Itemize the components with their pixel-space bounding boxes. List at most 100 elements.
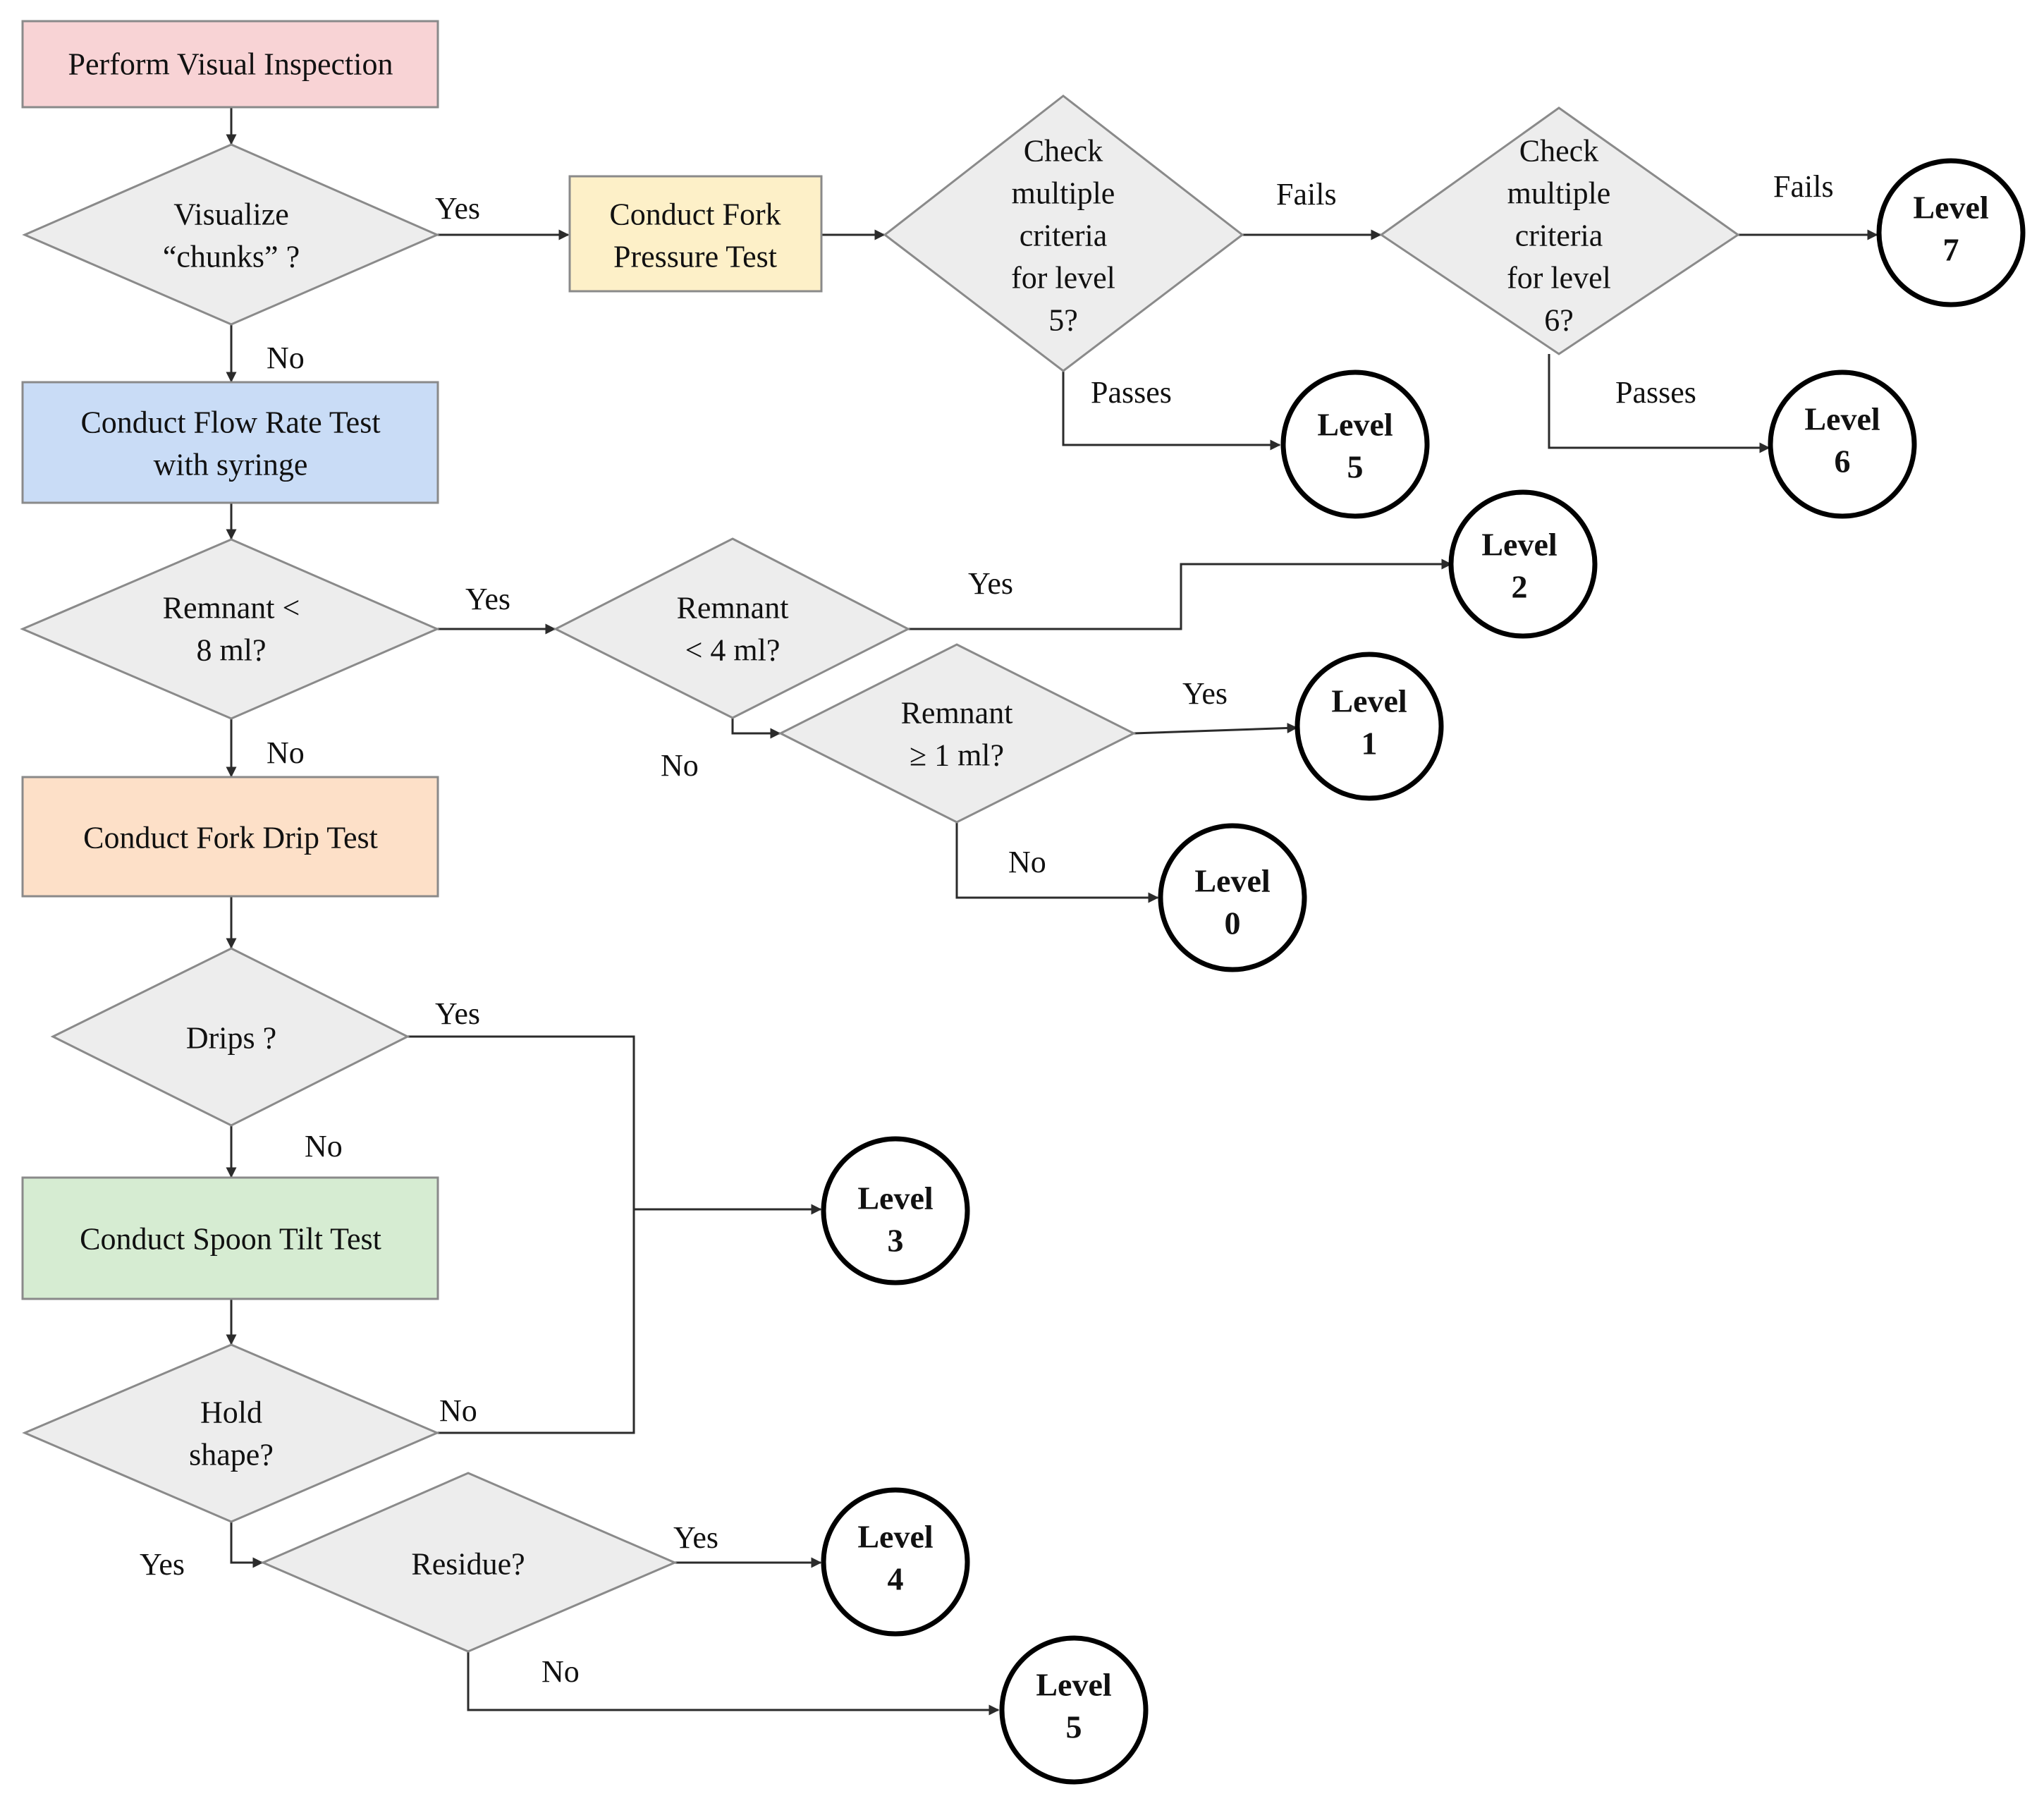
node-text-line: shape? xyxy=(189,1438,274,1472)
edge-criteria5-to-level5 xyxy=(1062,371,1281,451)
node-text-line: multiple xyxy=(1507,176,1611,211)
label-drips-yes: Yes xyxy=(435,996,480,1031)
level-2-circle xyxy=(1448,489,1598,639)
label-criteria6-fails: Fails xyxy=(1773,169,1834,204)
decision-remnant1: Remnant≥ 1 ml? xyxy=(778,643,1137,824)
label-remnant1-yes: Yes xyxy=(1182,676,1228,711)
level-5-lower-node: Level 5 xyxy=(999,1635,1149,1785)
node-text-line: with syringe xyxy=(154,448,308,482)
node-text-line: Remnant < xyxy=(163,591,300,625)
label-remnant4-no: No xyxy=(661,748,699,783)
node-text-line: Level xyxy=(1331,683,1407,719)
node-text-line: ≥ 1 ml? xyxy=(910,738,1004,773)
label-remnant4-yes: Yes xyxy=(968,566,1013,601)
label-remnant8-no: No xyxy=(267,735,305,770)
node-text-line: for level xyxy=(1507,261,1611,295)
node-text-line: Hold xyxy=(200,1395,262,1430)
label-remnant8-yes: Yes xyxy=(465,582,510,616)
decision-chunks: Visualize“chunks” ? xyxy=(22,143,440,326)
node-text-line: Level xyxy=(1036,1667,1111,1703)
edge-drips-to-level3 xyxy=(408,1035,822,1215)
label-drips-no: No xyxy=(305,1129,343,1163)
decision-remnant4: Remnant < 4 ml? xyxy=(553,537,911,719)
node-text-line: Remnant xyxy=(677,591,789,625)
level-4-node: Level 4 xyxy=(821,1487,970,1637)
level-0-node: Level 0 xyxy=(1158,823,1307,972)
node-text-line: 5 xyxy=(1066,1709,1082,1745)
label-residue-no: No xyxy=(541,1654,580,1689)
decision-residue: Residue? xyxy=(260,1472,678,1653)
node-text-line: “chunks” ? xyxy=(163,240,300,274)
label-criteria6-passes: Passes xyxy=(1615,375,1696,410)
node-text-line: Perform Visual Inspection xyxy=(68,47,393,82)
node-text-line: criteria xyxy=(1515,219,1603,253)
level-0-circle xyxy=(1158,823,1307,972)
node-text-line: Check xyxy=(1024,134,1103,169)
label-hold-shape-yes: Yes xyxy=(140,1547,185,1582)
level-5-lower-circle xyxy=(999,1635,1149,1785)
node-text-line: Conduct Flow Rate Test xyxy=(80,405,380,440)
level-3-circle xyxy=(821,1136,970,1285)
node-text-line: Level xyxy=(857,1180,933,1216)
node-text-line: Level xyxy=(1481,527,1557,563)
node-text-line: 1 xyxy=(1361,726,1378,762)
node-text-line: 4 xyxy=(888,1561,904,1597)
edge-hold-shape-to-residue xyxy=(230,1522,264,1568)
process-box-flow-rate: Conduct Flow Rate Test with syringe xyxy=(21,381,439,504)
node-text-line: 0 xyxy=(1225,905,1241,941)
edge-hold-shape-to-level3 xyxy=(437,1209,635,1434)
level-7-node: Level 7 xyxy=(1876,158,2026,307)
label-hold-shape-no: No xyxy=(439,1393,477,1428)
label-chunks-no: No xyxy=(267,341,305,375)
level-6-circle xyxy=(1768,369,1917,519)
level-3-node: Level 3 xyxy=(821,1136,970,1285)
node-text-line: 3 xyxy=(888,1223,904,1259)
diamond-remnant8 xyxy=(20,538,440,720)
diamond-hold-shape xyxy=(22,1343,440,1523)
diamond-remnant1 xyxy=(778,643,1137,824)
diamond-criteria5 xyxy=(883,94,1244,372)
edge-labels: Yes No Fails Passes Fails Passes Yes No … xyxy=(140,169,1834,1689)
diamond-remnant4 xyxy=(553,537,911,719)
node-text-line: Level xyxy=(1317,407,1393,443)
node-text-line: 7 xyxy=(1943,232,1959,268)
node-text-line: 8 ml? xyxy=(197,633,267,668)
label-criteria5-passes: Passes xyxy=(1091,375,1172,410)
node-text-line: 5? xyxy=(1048,303,1078,338)
diamond-chunks xyxy=(22,143,440,326)
box-flow-rate xyxy=(21,381,439,504)
level-1-node: Level 1 xyxy=(1295,652,1444,801)
box-fork-drip xyxy=(21,776,439,898)
level-4-circle xyxy=(821,1487,970,1637)
node-text-line: < 4 ml? xyxy=(685,633,781,668)
label-remnant1-no: No xyxy=(1008,845,1046,879)
label-residue-yes: Yes xyxy=(673,1520,718,1555)
node-text-line: Conduct Fork xyxy=(609,197,781,232)
node-text-line: Level xyxy=(1913,190,1988,226)
node-text-line: for level xyxy=(1011,261,1115,295)
level-7-circle xyxy=(1876,158,2026,307)
node-text-line: Level xyxy=(1194,863,1270,899)
level-5-upper-node: Level 5 xyxy=(1280,369,1430,519)
diamond-criteria6 xyxy=(1379,106,1740,355)
diamond-residue xyxy=(260,1472,678,1653)
node-text-line: criteria xyxy=(1020,219,1108,253)
level-1-circle xyxy=(1295,652,1444,801)
node-text-line: Level xyxy=(857,1519,933,1555)
node-text-line: 6 xyxy=(1835,444,1851,480)
diamond-drips xyxy=(50,947,410,1127)
node-text-line: Drips ? xyxy=(186,1021,276,1056)
label-chunks-yes: Yes xyxy=(435,191,480,226)
node-text-line: Conduct Spoon Tilt Test xyxy=(80,1222,381,1257)
box-fork-pressure xyxy=(568,175,823,293)
decision-drips: Drips ? xyxy=(50,947,410,1127)
node-text-line: Residue? xyxy=(411,1547,525,1582)
level-5-upper-circle xyxy=(1280,369,1430,519)
node-text-line: 5 xyxy=(1347,449,1364,485)
